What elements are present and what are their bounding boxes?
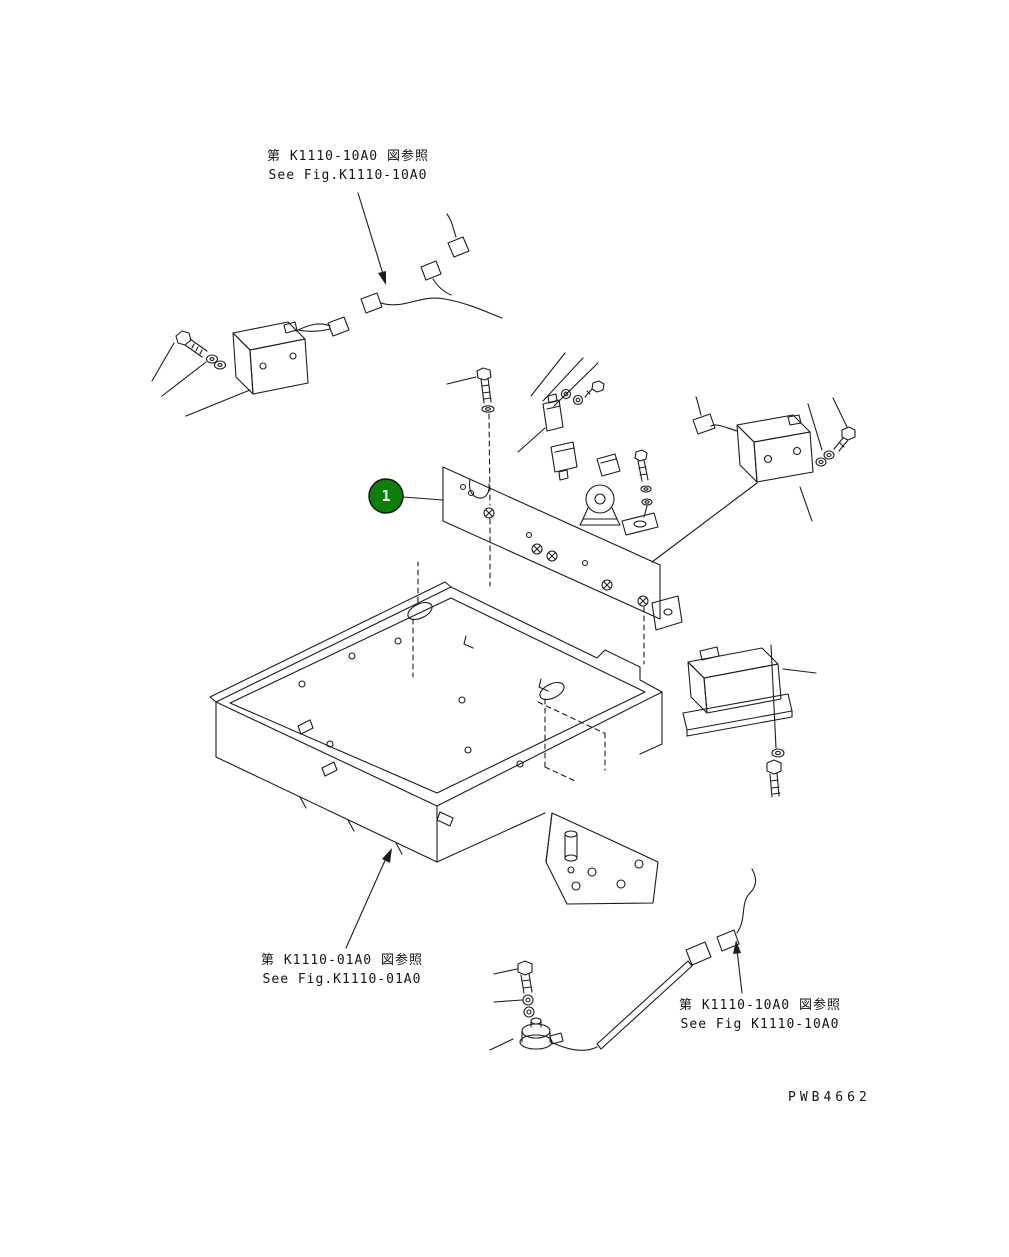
connector [596,453,621,477]
wall-slot [297,719,314,735]
ref-label-bottom-left: 第 K1110-01A0 図参照 See Fig.K1110-01A0 [242,951,442,989]
floor-hole [539,681,565,701]
wall-slot [321,761,338,777]
wire-harness-top [297,213,503,337]
buzzer [579,484,621,526]
connector [716,929,740,952]
relay-lower-right [682,644,817,798]
relay-box [687,646,782,714]
washer [640,485,652,493]
harness-connector [446,213,470,258]
connector [685,941,712,966]
relay-box [232,321,309,395]
top-reference-arrow [357,192,386,285]
ref-label-bottom-right: 第 K1110-10A0 図参照 See Fig K1110-10A0 [660,996,860,1034]
ref-label-top-en: See Fig.K1110-10A0 [268,168,428,183]
ref-label-top-jp: 第 K1110-10A0 図参照 [267,149,429,164]
leader-lines [151,342,251,417]
bottom-left-reference-arrow [345,848,392,949]
main-tray [209,561,663,905]
cable-rod [596,960,693,1050]
mounting-foot [545,812,659,905]
leader-lines [807,397,848,451]
harness-connector [420,260,452,296]
callout-circle[interactable] [368,478,404,514]
floor-hole [407,601,433,621]
harness-wire [380,297,503,319]
bolt [766,759,782,798]
small-parts-cluster [517,352,659,536]
harness-connector [360,292,383,314]
screw-hole [601,579,613,591]
screw-hole [546,550,558,562]
wall-slot [436,811,454,827]
ref-label-bottom-right-jp: 第 K1110-10A0 図参照 [679,998,841,1013]
callout-leader-line [402,496,444,501]
leader-line [651,482,758,563]
relay-wire [710,424,738,432]
clip [621,512,659,536]
drawing-number: PWB4662 [788,1090,871,1105]
screw [634,449,649,482]
bolt [833,426,856,452]
washer [823,450,835,460]
mounting-bracket-plate [442,466,683,665]
switch-wire [550,1041,598,1051]
washer [522,994,534,1006]
callout-balloon-1[interactable]: 1 [368,478,444,514]
relay-assembly-left [151,321,331,417]
base-plate [682,693,793,737]
ref-label-bottom-left-en: See Fig.K1110-01A0 [262,972,422,987]
ref-label-bottom-right-en: See Fig K1110-10A0 [680,1017,840,1032]
washer [523,1006,535,1018]
leader-lines [530,352,599,407]
relay-small [542,393,564,432]
washer [815,457,827,467]
relay-box [736,414,814,483]
bolt [175,330,208,358]
washer [572,394,584,406]
harness-connector [327,316,350,337]
callout-number: 1 [381,487,390,505]
screw-hole [483,507,495,519]
leader-lines [489,968,523,1051]
washer [771,748,785,758]
relay-small [550,441,578,481]
harness-wire [736,868,757,934]
screw-hole [637,595,649,607]
washer [560,388,572,400]
ref-label-bottom-left-jp: 第 K1110-01A0 図参照 [261,953,423,968]
harness-wire [297,328,331,332]
leader-line [799,486,813,522]
bottom-right-reference-arrow [733,940,743,994]
bolt-center [446,367,495,506]
connector [692,396,716,435]
bolt [517,960,533,994]
washer [641,498,653,506]
screw-hole [531,543,543,555]
leader-line [517,427,546,453]
leader-line [446,376,477,385]
washer [213,360,227,370]
screw [584,380,605,398]
slot-notch [468,478,490,499]
relay-assembly-right [651,396,856,563]
ref-label-top: 第 K1110-10A0 図参照 See Fig.K1110-10A0 [248,147,448,185]
washer [205,354,219,364]
switch-assembly-bottom [489,868,757,1051]
leader-line [782,668,817,674]
relay-wire [295,323,331,332]
